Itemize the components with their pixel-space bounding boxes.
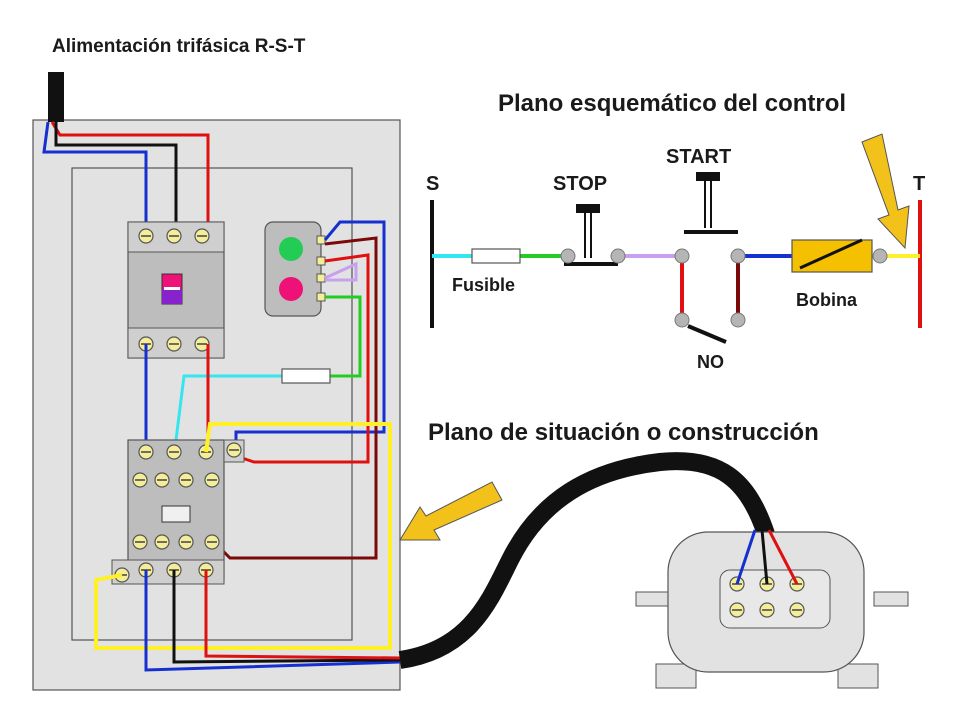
- supply-title: Alimentación trifásica R-S-T: [52, 36, 306, 57]
- label-no: NO: [697, 352, 724, 372]
- stop-pushbutton-icon: [560, 204, 626, 266]
- no-contact-icon: [674, 312, 746, 344]
- label-fuse: Fusible: [452, 275, 515, 295]
- control-title: Plano esquemático del control: [498, 90, 846, 117]
- control-schematic: S T STOP START Fusible Bobina NO: [426, 133, 925, 372]
- motor-icon: [635, 529, 909, 689]
- start-button-icon: [279, 237, 303, 261]
- stop-button-icon: [279, 277, 303, 301]
- supply-wiring: [42, 121, 210, 228]
- label-T: T: [913, 173, 925, 195]
- motor-leads: [94, 422, 401, 672]
- label-start: START: [666, 146, 731, 168]
- circuit-breaker: [127, 221, 225, 359]
- label-stop: STOP: [553, 173, 607, 195]
- contactor: [111, 439, 245, 585]
- label-coil: Bobina: [796, 290, 858, 310]
- label-S: S: [426, 173, 439, 195]
- start-pushbutton-icon: [674, 172, 746, 264]
- cabinet-fuse-icon: [281, 368, 331, 384]
- fuse-icon: [471, 248, 521, 264]
- cabinet-arrow-icon: [399, 481, 503, 541]
- pushbutton-station: [264, 221, 326, 317]
- situation-title: Plano de situación o construcción: [428, 419, 819, 446]
- supply-cable: [48, 72, 64, 122]
- coil-icon: [791, 238, 888, 273]
- arrow-icon: [861, 133, 910, 250]
- contactor-window-icon: [161, 505, 191, 523]
- motor-cable: [398, 452, 775, 669]
